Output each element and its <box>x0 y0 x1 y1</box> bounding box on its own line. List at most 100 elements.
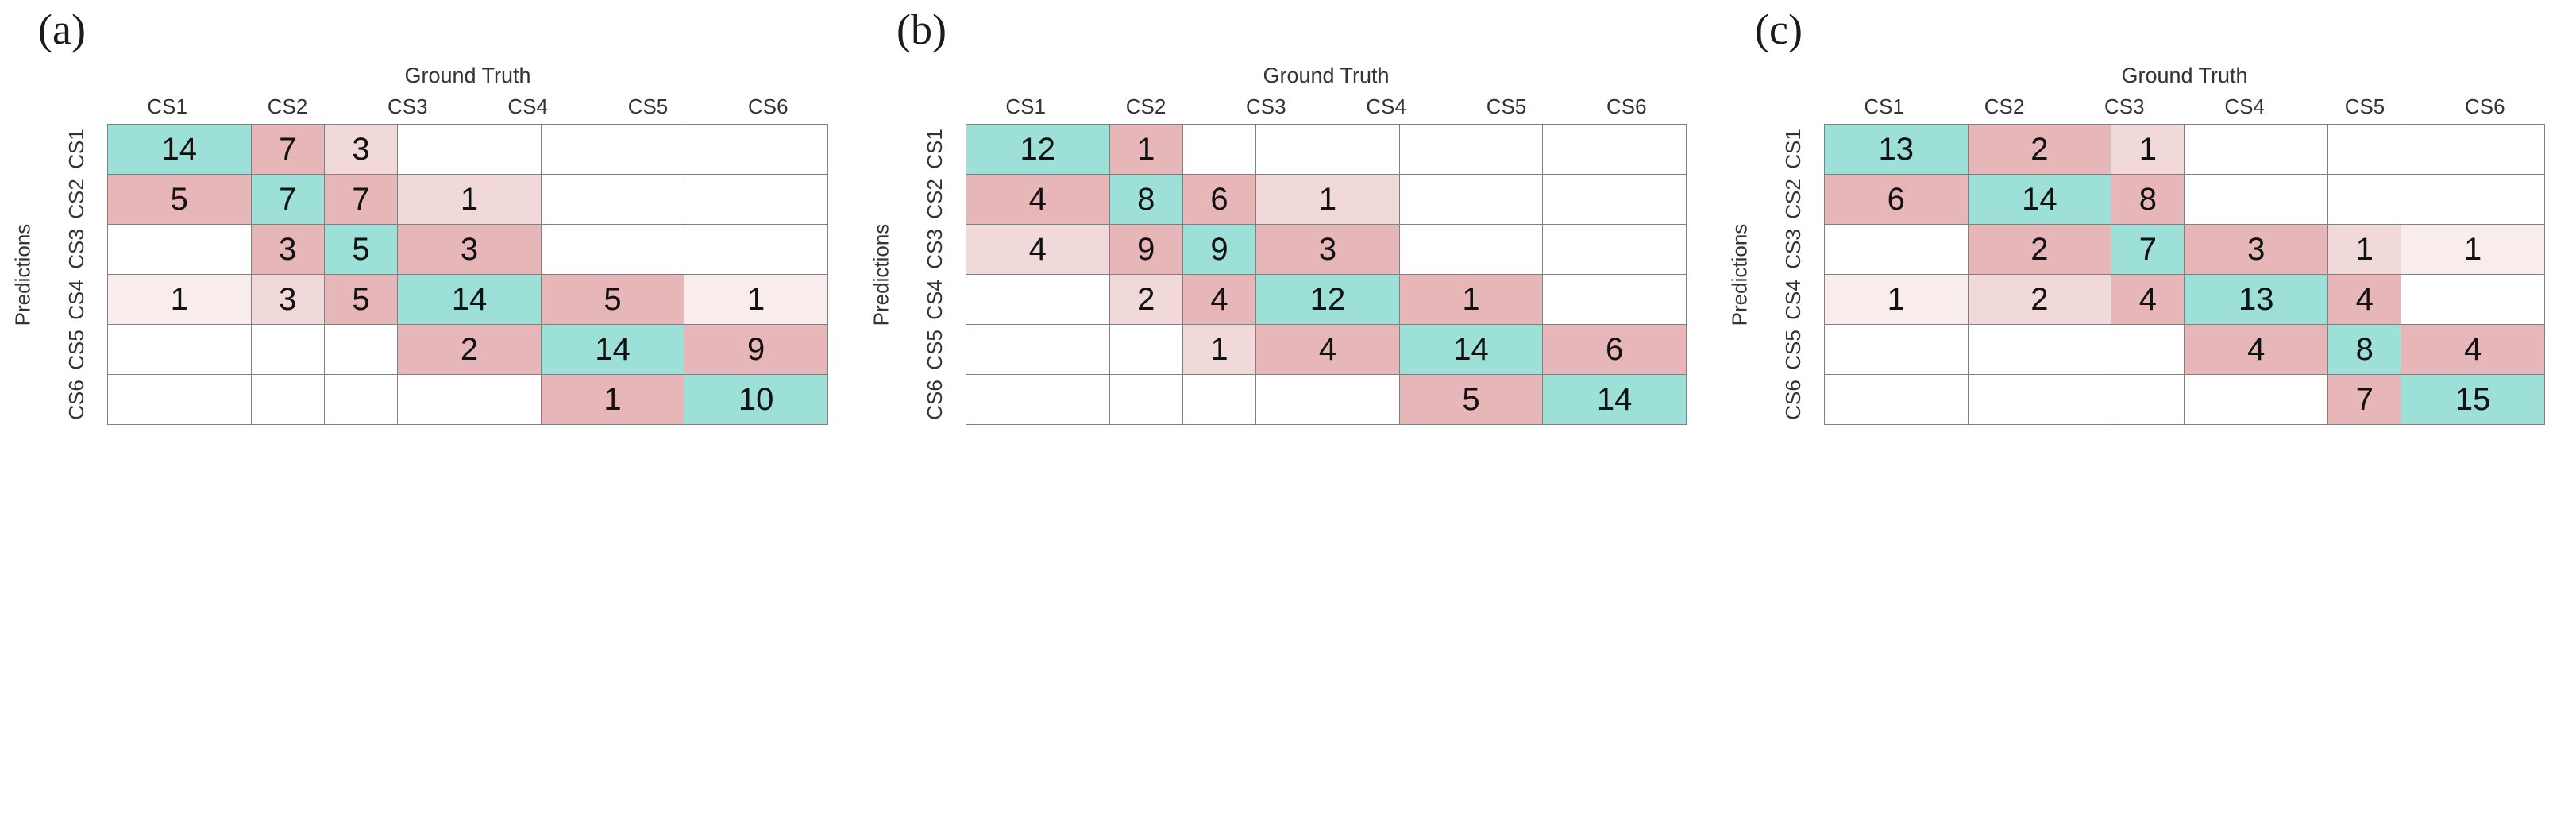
matrix-cell: 8 <box>1109 174 1183 225</box>
ground-truth-axis-title: Ground Truth <box>404 64 531 87</box>
matrix-cell <box>1398 174 1544 225</box>
matrix-cell: 3 <box>1255 224 1400 275</box>
matrix-cell: 1 <box>684 274 828 325</box>
row-header-label: CS2 <box>64 179 88 220</box>
row-header-cs3: CS3 <box>904 224 966 274</box>
matrix-cell <box>1255 124 1400 175</box>
matrix-cell: 3 <box>2184 224 2329 275</box>
matrix-cell: 5 <box>323 274 399 325</box>
ground-truth-axis-title: Ground Truth <box>1263 64 1390 87</box>
matrix-cell <box>1182 124 1257 175</box>
column-header-cs3: CS3 <box>2104 94 2145 118</box>
matrix-cell: 1 <box>1824 274 1969 325</box>
column-header-cs6: CS6 <box>748 94 789 118</box>
matrix-cell: 2 <box>1967 124 2112 175</box>
matrix-cell: 9 <box>1182 224 1257 275</box>
matrix-cell: 1 <box>2401 224 2545 275</box>
column-header-cs6: CS6 <box>2465 94 2505 118</box>
matrix-cell: 1 <box>2111 124 2185 175</box>
matrix-cell: 6 <box>1182 174 1257 225</box>
column-header-cs4: CS4 <box>507 94 548 118</box>
row-header-cs5: CS5 <box>46 325 107 375</box>
matrix-cell: 14 <box>107 124 252 175</box>
matrix-cell: 6 <box>1824 174 1969 225</box>
matrix-cell: 4 <box>1182 274 1257 325</box>
matrix-cell <box>684 224 828 275</box>
row-header-label: CS1 <box>64 129 88 169</box>
matrix-cell <box>397 124 542 175</box>
matrix-cell <box>2401 174 2545 225</box>
matrix-cell <box>1967 374 2112 425</box>
row-header-cs6: CS6 <box>1763 375 1824 425</box>
matrix-cell: 8 <box>2327 324 2402 375</box>
column-header-cs5: CS5 <box>2344 94 2385 118</box>
row-header-cs1: CS1 <box>1763 124 1824 174</box>
matrix-cell <box>540 174 685 225</box>
panel-label: (b) <box>897 6 947 53</box>
column-header-cs1: CS1 <box>1005 94 1046 118</box>
matrix-cell <box>1824 324 1969 375</box>
matrix-cell <box>397 374 542 425</box>
matrix-cell <box>540 124 685 175</box>
matrix-cell: 1 <box>1255 174 1400 225</box>
matrix-cell: 5 <box>540 274 685 325</box>
predictions-axis: Predictions <box>0 124 46 425</box>
matrix-cell <box>1255 374 1400 425</box>
matrix-cell: 14 <box>397 274 542 325</box>
row-header-label: CS6 <box>922 380 947 420</box>
matrix-cell: 4 <box>2184 324 2329 375</box>
row-header-label: CS4 <box>1780 279 1805 320</box>
predictions-axis-title: Predictions <box>10 223 35 326</box>
matrix-cell: 9 <box>684 324 828 375</box>
column-header-cs2: CS2 <box>267 94 308 118</box>
matrix-cell <box>2327 124 2402 175</box>
matrix-cell: 4 <box>966 224 1110 275</box>
matrix-cell: 4 <box>2327 274 2402 325</box>
row-header-cs5: CS5 <box>904 325 966 375</box>
matrix-cell: 7 <box>250 124 325 175</box>
column-header-cs1: CS1 <box>1864 94 1904 118</box>
panel-label: (a) <box>38 6 86 53</box>
matrix-cell <box>107 224 252 275</box>
row-header-label: CS4 <box>64 279 88 320</box>
matrix-cell: 10 <box>684 374 828 425</box>
matrix-cell: 13 <box>2184 274 2329 325</box>
matrix-cell: 1 <box>107 274 252 325</box>
matrix-cell: 1 <box>2327 224 2402 275</box>
column-header-cs4: CS4 <box>1366 94 1406 118</box>
matrix-cell <box>1542 224 1687 275</box>
matrix-cell: 7 <box>323 174 399 225</box>
row-header-cs3: CS3 <box>1763 224 1824 274</box>
matrix-cell: 3 <box>250 224 325 275</box>
row-header-cs4: CS4 <box>46 275 107 325</box>
matrix-cell <box>1542 174 1687 225</box>
column-header-cs2: CS2 <box>1984 94 2025 118</box>
matrix-cell: 4 <box>966 174 1110 225</box>
matrix-cell: 5 <box>1398 374 1544 425</box>
matrix-cell <box>1398 224 1544 275</box>
row-header-label: CS2 <box>1780 179 1805 220</box>
row-header-cs3: CS3 <box>46 224 107 274</box>
matrix-cell: 4 <box>2111 274 2185 325</box>
matrix-cell <box>540 224 685 275</box>
